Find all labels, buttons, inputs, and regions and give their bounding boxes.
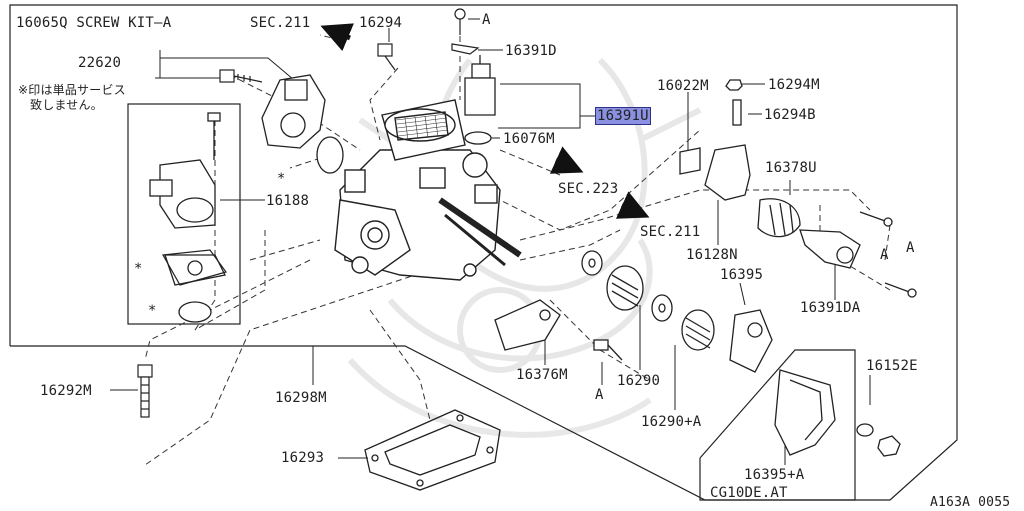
label-16022M: 16022M	[657, 78, 709, 94]
label-note-line1: ※印は単品サービス	[18, 83, 126, 97]
label-16292M: 16292M	[40, 383, 92, 399]
label-star-1: ∗	[277, 168, 286, 184]
diagram-ref-code: A163A 0055	[930, 495, 1011, 510]
sec-arrows	[320, 23, 650, 219]
label-star-2: ∗	[134, 258, 143, 274]
leader-lines	[110, 18, 871, 465]
bracket-16395A	[774, 369, 901, 457]
inset-cg10de-box	[699, 349, 856, 501]
idle-air-valve	[149, 112, 226, 323]
springs-washers	[494, 250, 773, 373]
label-16294B: 16294B	[764, 107, 816, 123]
label-16391U-highlighted[interactable]: 16391U	[595, 107, 651, 125]
label-16076M: 16076M	[503, 131, 555, 147]
inset-16188-box	[127, 103, 241, 325]
label-star-3: ∗	[148, 300, 157, 316]
label-16376M: 16376M	[516, 367, 568, 383]
label-16395A: 16395+A	[744, 467, 805, 483]
label-sec211-top: SEC.211	[250, 15, 311, 31]
label-16293: 16293	[281, 450, 325, 466]
label-a-right2: A	[906, 240, 915, 256]
screw-22620	[219, 69, 263, 83]
label-16391D: 16391D	[505, 43, 557, 59]
screw-16294	[377, 43, 396, 71]
label-22620: 22620	[78, 55, 122, 71]
inset-gasket	[162, 249, 227, 286]
label-16294M: 16294M	[768, 77, 820, 93]
throttle-body	[334, 99, 522, 281]
label-a-bottom: A	[595, 387, 604, 403]
gasket-16293	[364, 409, 501, 491]
label-16128N: 16128N	[686, 247, 738, 263]
label-16391DA: 16391DA	[800, 300, 861, 316]
screw-a-top	[451, 8, 480, 55]
label-cg10de: CG10DE.AT	[710, 485, 788, 501]
kit-boundary	[9, 4, 958, 501]
label-16152E: 16152E	[866, 358, 918, 374]
label-16188: 16188	[266, 193, 310, 209]
label-16395: 16395	[720, 267, 764, 283]
label-sec211-mid: SEC.211	[640, 224, 701, 240]
label-16290A: 16290+A	[641, 414, 702, 430]
right-parts	[679, 79, 917, 298]
label-sec223: SEC.223	[558, 181, 619, 197]
label-note-line2: 致しません。	[30, 98, 103, 112]
label-16294: 16294	[359, 15, 403, 31]
throttle-position-sensor	[261, 74, 344, 174]
bolt-16292M	[137, 364, 153, 418]
label-16290: 16290	[617, 373, 661, 389]
label-screw-kit: 16065Q SCREW KIT—A	[16, 15, 172, 31]
label-a-top: A	[482, 12, 491, 28]
air-grille	[395, 113, 449, 141]
label-a-right: A	[880, 247, 889, 263]
sensor-16391U	[464, 55, 496, 145]
label-16298M: 16298M	[275, 390, 327, 406]
label-16378U: 16378U	[765, 160, 817, 176]
